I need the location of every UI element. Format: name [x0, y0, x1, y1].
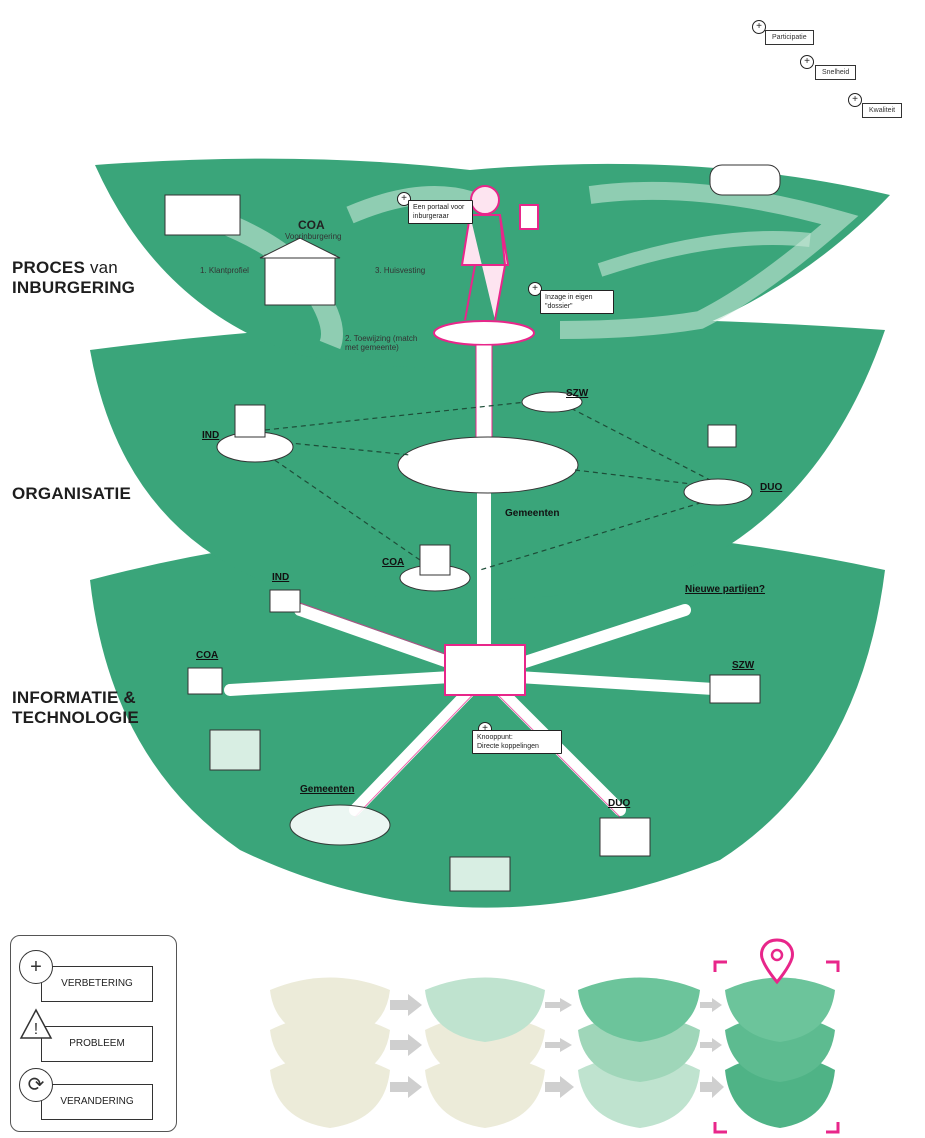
- layer-title-technology-line1: INFORMATIE &: [12, 688, 136, 707]
- layer-title-process-main: PROCES: [12, 258, 85, 277]
- floor-screen: [449, 856, 511, 892]
- svg-text:!: !: [34, 1021, 38, 1038]
- process-step3: 3. Huisvesting: [375, 266, 426, 275]
- layer-title-technology-line2: TECHNOLOGIE: [12, 708, 139, 727]
- portal-note: Een portaal voor inburgeraar: [408, 200, 473, 224]
- legend-probleem: PROBLEEM: [41, 1026, 153, 1062]
- gemeenten-platform: [397, 436, 579, 494]
- cycle-icon: ⟳: [19, 1068, 53, 1102]
- szw-tech-device: [709, 674, 761, 704]
- house-roof: [259, 237, 341, 259]
- tech-szw-label: SZW: [732, 660, 755, 671]
- pillar-bottom: [477, 485, 491, 645]
- criterion-kwaliteit: Kwaliteit: [862, 103, 903, 118]
- coa-building: [164, 194, 241, 236]
- process-step2: 2. Toewijzing (match met gemeente): [345, 334, 418, 352]
- figure-head: [470, 185, 500, 215]
- plus-icon: +: [800, 55, 814, 69]
- org-coa-label: COA: [382, 557, 405, 568]
- layer-title-process-suffix: van: [89, 258, 118, 277]
- figure-body: [460, 214, 510, 321]
- tech-nieuwe-label: Nieuwe partijen?: [685, 584, 766, 595]
- stage-arrows: [390, 994, 724, 1098]
- legend-verbetering: VERBETERING: [41, 966, 153, 1002]
- process-coa-label: COA: [298, 218, 325, 232]
- gemeenten-tech-cluster: [289, 804, 391, 846]
- process-road: [597, 231, 811, 277]
- org-connections: [259, 399, 711, 571]
- legend-verandering: VERANDERING: [41, 1084, 153, 1120]
- dossier-note: Inzage in eigen "dossier": [540, 290, 614, 314]
- org-ind-label: IND: [202, 430, 220, 441]
- knooppunt-note: Knooppunt: Directe koppelingen: [472, 730, 562, 754]
- org-szw-label: SZW: [566, 388, 589, 399]
- location-pin-icon: [760, 938, 794, 985]
- platform: [433, 320, 535, 346]
- stadium: [709, 164, 781, 196]
- criterion-participatie: Participatie: [765, 30, 814, 45]
- process-coa-sub: Voorinburgering: [285, 232, 342, 241]
- tech-gemeenten-label: Gemeenten: [300, 784, 355, 795]
- plus-icon: +: [848, 93, 862, 107]
- stage-4: [725, 977, 835, 1128]
- plus-icon: +: [528, 282, 542, 296]
- plus-icon: +: [19, 950, 53, 984]
- org-duo-label: DUO: [760, 482, 783, 493]
- org-gemeenten-label: Gemeenten: [505, 508, 560, 519]
- coa-tech-device: [187, 667, 223, 695]
- plus-icon: +: [752, 20, 766, 34]
- technology-layer: [90, 527, 885, 908]
- duo-tech-device: [599, 817, 651, 857]
- knooppunt-title: Knooppunt:: [477, 734, 513, 741]
- tech-duo-label: DUO: [608, 798, 631, 809]
- ind-tech-device: [269, 589, 301, 613]
- warning-icon: !: [19, 1008, 53, 1039]
- figure-tablet: [519, 204, 539, 230]
- knooppunt-sub: Directe koppelingen: [477, 743, 539, 750]
- coa-org-desk: [419, 544, 451, 576]
- layer-title-organisation: ORGANISATIE: [12, 484, 132, 503]
- house-building: [264, 254, 336, 306]
- stage-1: [270, 977, 390, 1128]
- stage-diagram: [270, 938, 840, 1134]
- process-step1: 1. Klantprofiel: [200, 266, 249, 275]
- criterion-snelheid: Snelheid: [815, 65, 857, 80]
- duo-org-node: [683, 478, 753, 506]
- szw-org-node: [521, 391, 583, 413]
- knooppunt-hub: [444, 644, 526, 696]
- stage-focus-brackets: [713, 960, 840, 1134]
- ind-org-desk: [234, 404, 266, 438]
- tech-coa-label: COA: [196, 650, 219, 661]
- stage-3: [578, 977, 700, 1128]
- layer-title-technology: INFORMATIE & TECHNOLOGIE: [12, 688, 139, 728]
- plus-icon: +: [397, 192, 411, 206]
- stage-2: [425, 977, 545, 1128]
- tech-ind-label: IND: [272, 572, 290, 583]
- layer-title-process: PROCES van INBURGERING: [12, 258, 135, 298]
- legend: VERBETERING + PROBLEEM ! VERANDERING ⟳: [10, 935, 177, 1132]
- wall-screen: [209, 729, 261, 771]
- process-road: [346, 181, 859, 339]
- duo-org-board: [707, 424, 737, 448]
- layer-title-process-line2: INBURGERING: [12, 278, 136, 297]
